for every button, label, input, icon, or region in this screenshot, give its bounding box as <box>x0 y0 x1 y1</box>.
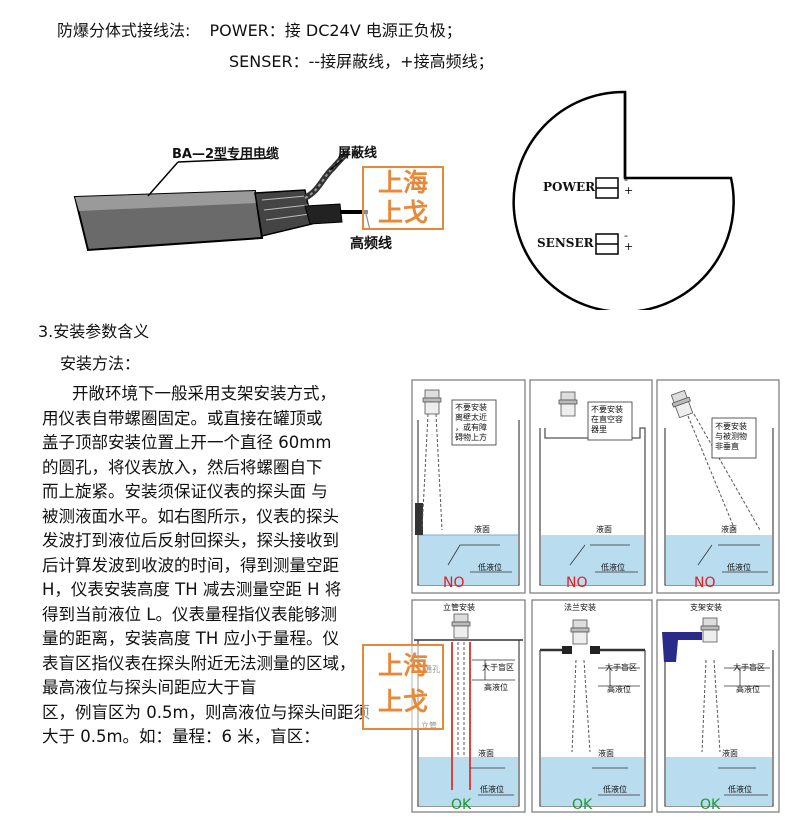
paragraph-line: 区，例盲区为 0.5m，则高液位与探头间距须 <box>42 702 371 722</box>
power-polarity: - + <box>624 174 633 196</box>
paragraph-line: 用仪表自带螺圈固定。或直接在罐顶或 <box>42 408 323 428</box>
panel-flange <box>531 599 653 813</box>
senser-plus: + <box>624 240 634 253</box>
power-minus: - <box>624 173 628 186</box>
watermark-line2: 上戈 <box>377 198 428 227</box>
panel-vacuum <box>529 379 653 594</box>
hf-label: 高频线 <box>350 236 392 252</box>
cable-diagram <box>73 149 371 252</box>
panel1-liquid: 液面 <box>474 525 490 534</box>
panel2-note: 不要安装 在直空容 器里 <box>591 405 623 435</box>
paragraph-line: 得到当前液位 L。仪表量程指仪表能够测 <box>42 604 337 624</box>
senser-minus: - <box>624 229 628 242</box>
senser-terminal-label: SENSER <box>537 236 594 250</box>
watermark-line2: 上戈 <box>377 687 428 716</box>
panel1-result: NO <box>443 575 465 591</box>
paragraph-line: 发波打到液位后反射回探头，探头接收到 <box>42 531 339 550</box>
panel3-liquid: 液面 <box>721 525 737 534</box>
panel3-result: NO <box>694 575 716 591</box>
panel4-liquid: 液面 <box>478 749 494 758</box>
watermark-stamp: 上海 上戈 <box>362 166 444 230</box>
section-subtitle: 安装方法： <box>60 354 141 373</box>
install-paragraph: 开敞环境下一般采用支架安装方式， 用仪表自带螺圈固定。或直接在罐顶或 盖子顶部安… <box>42 382 370 750</box>
paragraph-line: 盖子顶部安装位置上开一个直径 60mm <box>42 433 332 452</box>
panel6-liquid: 液面 <box>722 749 738 758</box>
panel6-high: 高液位 <box>736 685 760 694</box>
note-line: 非垂直 <box>715 442 739 451</box>
paragraph-line: 被测液面水平。如右图所示，仪表的探头 <box>42 506 339 526</box>
power-terminal-label: POWER <box>543 180 596 194</box>
watermark-line1: 上海 <box>377 168 428 197</box>
paragraph-line: 而上旋紧。安装须保证仪表的探头面 与 <box>42 482 328 501</box>
wiring-title: 防爆分体式接线法: POWER：接 DC24V 电源正负极； <box>57 17 462 41</box>
power-wiring-text: POWER：接 DC24V 电源正负极； <box>209 21 462 40</box>
cable-label: BA—2型专用电缆 <box>172 147 280 162</box>
paragraph-line: 后计算发波到收波的时间，得到测量空距 <box>42 555 339 575</box>
panel1-low: 低液位 <box>478 563 502 572</box>
senser-wiring-text: SENSER：--接屏蔽线，+接高频线； <box>229 52 494 71</box>
section-title: 3.安装参数含义 <box>38 322 150 341</box>
panel4-low: 低液位 <box>480 785 504 794</box>
shield-label: 屏蔽线 <box>338 146 378 161</box>
panel-bracket <box>656 599 780 813</box>
panel6-blind: 大于盲区 <box>733 663 765 672</box>
paragraph-line: 开敞环境下一般采用支架安装方式， <box>72 384 336 403</box>
panel6-title: 支架安装 <box>690 603 722 612</box>
panel4-title: 立管安装 <box>443 603 475 612</box>
note-line: 器里 <box>591 425 607 434</box>
paragraph-line: 的圆孔，将仪表放入，然后将螺圈自下 <box>42 457 323 477</box>
panel5-blind: 大于盲区 <box>605 663 637 672</box>
paragraph-line: 表盲区指仪表在探头附近无法测量的区域， <box>42 653 356 673</box>
panel5-liquid: 液面 <box>598 749 614 758</box>
note-line: 不要安装 <box>715 422 747 431</box>
panel3-note: 不要安装 与被测物 非垂直 <box>715 422 747 452</box>
paragraph-line: 量的距离，安装高度 TH 应小于量程。仪 <box>42 629 339 648</box>
panel-tilted <box>656 379 780 594</box>
panel5-high: 高液位 <box>607 685 631 694</box>
panel5-title: 法兰安装 <box>564 603 596 612</box>
note-line: 不要安装 <box>455 403 487 412</box>
panel-near-wall <box>411 379 526 594</box>
senser-polarity: - + <box>624 230 633 252</box>
note-line: 不要安装 <box>591 405 623 414</box>
wiring-title-label: 防爆分体式接线法: <box>57 21 191 40</box>
paragraph-line: H，仪表安装高度 TH 减去测量空距 H 将 <box>42 580 342 599</box>
note-line: 与被测物 <box>715 432 747 441</box>
watermark-line1: 上海 <box>377 651 428 680</box>
panel4-high: 高液位 <box>484 683 508 692</box>
panel1-note: 不要安装 离壁太近 ，或有障 碍物上方 <box>455 403 487 443</box>
watermark-stamp: 上海 上戈 <box>362 644 444 730</box>
panel2-liquid: 液面 <box>596 525 612 534</box>
note-line: ，或有障 <box>455 423 487 432</box>
panel5-low: 低液位 <box>603 785 627 794</box>
note-line: 在直空容 <box>591 415 623 424</box>
panel2-low: 低液位 <box>601 563 625 572</box>
panel6-result: OK <box>700 797 721 813</box>
paragraph-line: 大于 0.5m。如：量程：6 米，盲区： <box>42 727 320 746</box>
panel2-result: NO <box>566 575 588 591</box>
panel5-result: OK <box>572 797 593 813</box>
panel4-blind: 大于盲区 <box>482 663 514 672</box>
panel4-result: OK <box>451 797 472 813</box>
note-line: 离壁太近 <box>455 413 487 422</box>
terminal-diagram <box>512 90 735 310</box>
paragraph-line: 最高液位与探头间距应大于盲 <box>42 678 257 697</box>
note-line: 碍物上方 <box>455 433 487 442</box>
panel3-low: 低液位 <box>727 563 751 572</box>
power-plus: + <box>624 184 634 197</box>
panel6-low: 低液位 <box>728 785 752 794</box>
installation-diagrams <box>411 379 780 813</box>
